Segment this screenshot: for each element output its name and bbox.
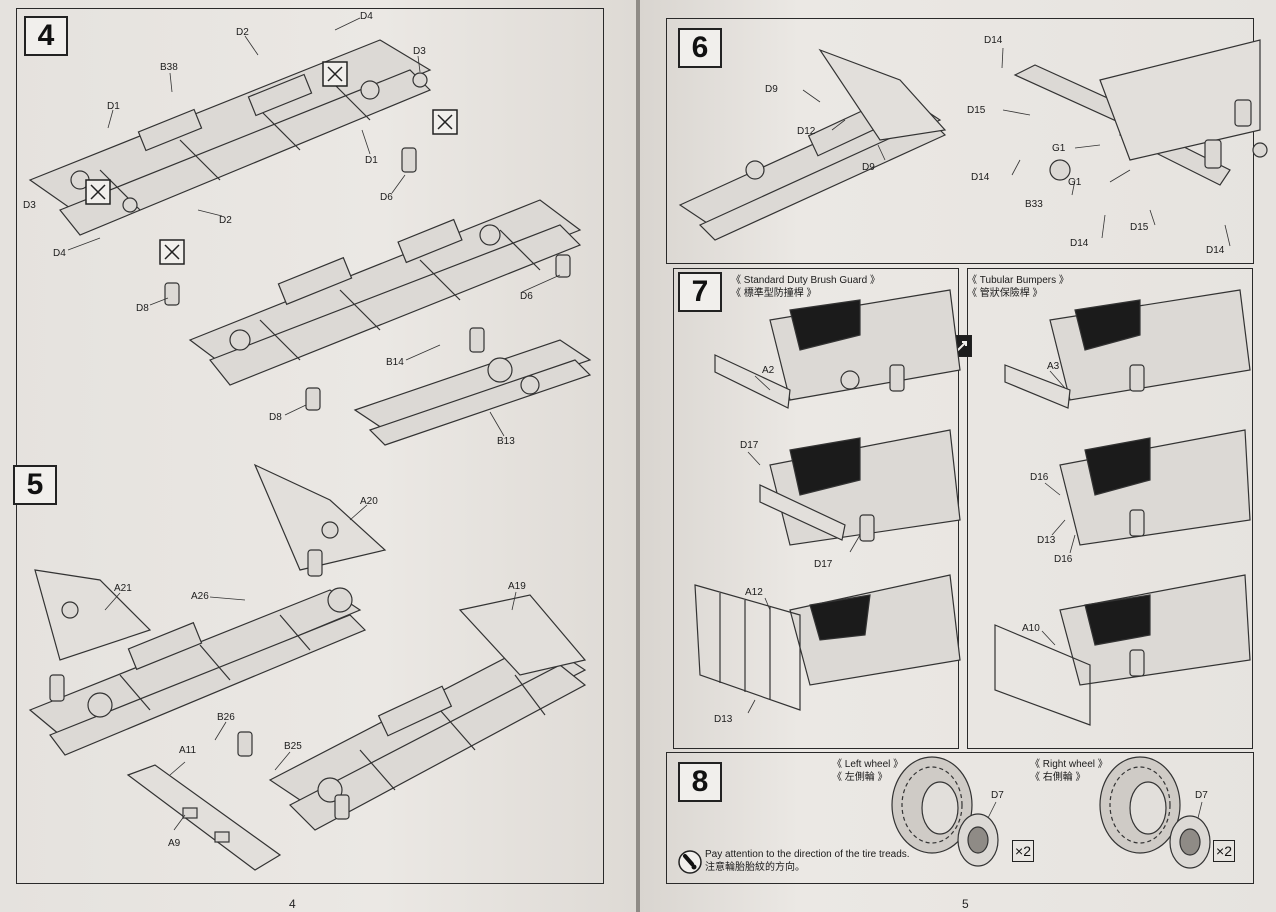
s7-tubular-title-zh: 《 管狀保險桿 》 [967, 288, 1043, 299]
s6-label-b33: B33 [1025, 199, 1043, 210]
s7-label-d13-left: D13 [714, 714, 733, 725]
s6-label-d12: D12 [797, 126, 816, 137]
left-page: 4 [0, 0, 636, 912]
s6-label-g1-top: G1 [1052, 143, 1066, 154]
s8-left-wheel-zh: 《 左側輪 》 [832, 772, 888, 783]
s7-label-d13-right: D13 [1037, 535, 1056, 546]
s4-label-d8-left: D8 [136, 303, 149, 314]
step-6-number: 6 [678, 28, 722, 68]
s6-label-d15-bottom: D15 [1130, 222, 1149, 233]
s5-label-a11: A11 [179, 745, 197, 756]
step-6-frame [666, 18, 1254, 264]
s8-quantity-right: ×2 [1213, 840, 1235, 862]
s5-label-b26: B26 [217, 712, 235, 723]
s4-label-d1-right: D1 [365, 155, 378, 166]
s6-label-d14-mid: D14 [971, 172, 990, 183]
s4-label-d4-top: D4 [360, 11, 373, 22]
right-page-number: 5 [962, 897, 969, 911]
s4-label-d6-top: D6 [380, 192, 393, 203]
s4-label-b38: B38 [160, 62, 178, 73]
s7-label-a3: A3 [1047, 361, 1060, 372]
s7-brush-guard-title-en: 《 Standard Duty Brush Guard 》 [731, 275, 880, 286]
s8-tread-note-zh: 注意輪胎胎紋的方向。 [705, 862, 805, 873]
step-8-frame [666, 752, 1254, 884]
s6-label-d14-bottom: D14 [1070, 238, 1089, 249]
s5-label-a20: A20 [360, 496, 378, 507]
s4-label-d1-left: D1 [107, 101, 120, 112]
s5-label-a19: A19 [508, 581, 526, 592]
step-7-frame-right [967, 268, 1253, 749]
s4-label-d8-bottom: D8 [269, 412, 282, 423]
step-4-number: 4 [24, 16, 68, 56]
s7-label-a10: A10 [1022, 623, 1040, 634]
step-8-wheels-drawing [891, 756, 1211, 869]
s8-right-wheel-en: 《 Right wheel 》 [1030, 759, 1108, 770]
step-5-chassis-drawing [28, 463, 587, 871]
s7-label-a12: A12 [745, 587, 763, 598]
s5-label-b25: B25 [284, 741, 302, 752]
step-4-chassis-drawing [28, 17, 592, 446]
s6-label-d9-top: D9 [765, 84, 778, 95]
s7-label-d16-bottom: D16 [1054, 554, 1073, 565]
s7-brush-guard-title-zh: 《 標準型防撞桿 》 [731, 288, 817, 299]
s4-label-d2-mid: D2 [219, 215, 232, 226]
s6-label-d15-top: D15 [967, 105, 986, 116]
s7-tubular-title-en: 《 Tubular Bumpers 》 [967, 275, 1069, 286]
s8-quantity-left: ×2 [1012, 840, 1034, 862]
s4-label-b14: B14 [386, 357, 404, 368]
s6-label-d9-bottom: D9 [862, 162, 875, 173]
right-page: 6 [640, 0, 1276, 912]
step-7-number: 7 [678, 272, 722, 312]
s4-label-d4-left: D4 [53, 248, 66, 259]
s8-tread-note-en: Pay attention to the direction of the ti… [705, 849, 910, 860]
s6-label-g1-bottom: G1 [1068, 177, 1082, 188]
s6-label-d14-right: D14 [1206, 245, 1225, 256]
s8-label-d7-left: D7 [991, 790, 1004, 801]
step-6-drawing [678, 39, 1268, 247]
s4-label-d3-left: D3 [23, 200, 36, 211]
s7-label-d17-bottom: D17 [814, 559, 833, 570]
step-8-number: 8 [678, 762, 722, 802]
s8-left-wheel-en: 《 Left wheel 》 [832, 759, 904, 770]
s4-label-d6-right: D6 [520, 291, 533, 302]
s5-label-a21: A21 [114, 583, 132, 594]
attention-icon [678, 850, 702, 874]
s6-label-d14-top: D14 [984, 35, 1003, 46]
s7-label-a2: A2 [762, 365, 775, 376]
s4-label-b13: B13 [497, 436, 515, 447]
s8-right-wheel-zh: 《 右側輪 》 [1030, 772, 1086, 783]
left-page-number: 4 [289, 897, 296, 911]
s7-label-d17-top: D17 [740, 440, 759, 451]
s4-label-d3-right: D3 [413, 46, 426, 57]
step-7-drawings [694, 289, 1251, 726]
s5-label-a9: A9 [168, 838, 181, 849]
step-5-number: 5 [13, 465, 57, 505]
s4-label-d2-top: D2 [236, 27, 249, 38]
left-page-frame [16, 8, 604, 884]
s7-label-d16-top: D16 [1030, 472, 1049, 483]
cut-mark-icon [85, 61, 458, 265]
s5-label-a26: A26 [191, 591, 209, 602]
s8-label-d7-right: D7 [1195, 790, 1208, 801]
